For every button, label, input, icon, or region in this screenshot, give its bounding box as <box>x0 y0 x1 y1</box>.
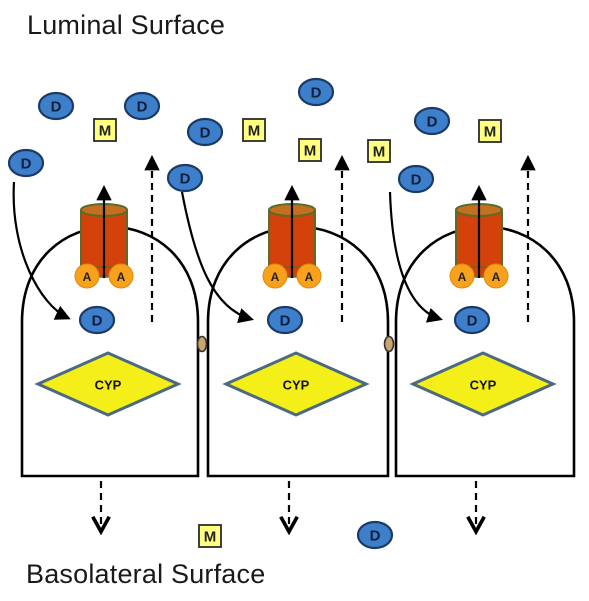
cyp-label: CYP <box>283 378 310 393</box>
metabolite-molecule: M <box>198 524 222 548</box>
atp-label: A <box>305 270 314 284</box>
metabolite-square <box>478 119 502 143</box>
drug-molecule: D <box>297 77 335 107</box>
metabolite-molecule: M <box>242 118 266 142</box>
drug-label: D <box>411 172 422 189</box>
drug-ellipse <box>186 117 224 147</box>
drug-ellipse <box>397 164 435 194</box>
basolateral-surface-label: Basolateral Surface <box>26 559 266 589</box>
drug-molecule: D <box>37 91 75 121</box>
drug-ellipse <box>266 305 304 335</box>
metabolite-label: M <box>373 144 386 161</box>
drug-label: D <box>370 528 381 545</box>
drug-ellipse <box>356 520 394 550</box>
drug-influx-arrow <box>180 191 254 324</box>
metabolite-molecule: M <box>478 119 502 143</box>
drug-ellipse <box>166 163 204 193</box>
metabolite-label: M <box>484 124 497 141</box>
metabolite-square <box>93 118 117 142</box>
atp-circle <box>449 263 475 289</box>
drug-molecule: D <box>7 148 45 178</box>
atp-circle <box>483 263 509 289</box>
metabolite-label: M <box>99 123 112 140</box>
drug-molecule: D <box>397 164 435 194</box>
drug-label: D <box>180 171 191 188</box>
metabolite-square <box>198 524 222 548</box>
drug-molecule: D <box>453 305 491 335</box>
atp-circle <box>296 263 322 289</box>
atp-circle <box>108 263 134 289</box>
metabolite-label: M <box>204 529 217 546</box>
metabolite-square <box>367 139 391 163</box>
drug-label: D <box>51 99 62 116</box>
drug-label: D <box>311 85 322 102</box>
metabolite-molecule: M <box>298 138 322 162</box>
atp-circle <box>74 263 100 289</box>
drug-molecule: D <box>266 305 304 335</box>
drug-influx-arrow <box>12 181 71 320</box>
drug-ellipse <box>123 91 161 121</box>
drug-label: D <box>92 313 103 330</box>
cyp-enzyme <box>34 351 182 417</box>
tight-junction <box>383 335 395 353</box>
cyp-label: CYP <box>470 378 497 393</box>
tight-junction <box>196 335 208 353</box>
drug-molecule: D <box>356 520 394 550</box>
cyp-label: CYP <box>95 378 122 393</box>
metabolite-molecule: M <box>93 118 117 142</box>
atp-label: A <box>458 270 467 284</box>
drug-molecule: D <box>78 305 116 335</box>
atp-label: A <box>271 270 280 284</box>
drug-molecule: D <box>186 117 224 147</box>
metabolite-label: M <box>248 123 261 140</box>
drug-label: D <box>137 99 148 116</box>
drug-ellipse <box>453 305 491 335</box>
drug-label: D <box>427 114 438 131</box>
drug-ellipse <box>78 305 116 335</box>
drug-ellipse <box>297 77 335 107</box>
drug-label: D <box>280 313 291 330</box>
cyp-enzyme <box>409 351 557 417</box>
metabolite-square <box>242 118 266 142</box>
drug-molecule: D <box>166 163 204 193</box>
luminal-surface-label: Luminal Surface <box>27 10 226 40</box>
cell-1: CYP A A <box>20 203 200 478</box>
drug-ellipse <box>413 106 451 136</box>
cell-2: CYP A A <box>206 203 390 478</box>
drug-ellipse <box>37 91 75 121</box>
metabolite-molecule: M <box>367 139 391 163</box>
drug-molecule: D <box>413 106 451 136</box>
atp-label: A <box>492 270 501 284</box>
metabolite-square <box>298 138 322 162</box>
cyp-enzyme <box>222 351 370 417</box>
cell-3: CYP A A <box>394 203 576 478</box>
drug-label: D <box>200 125 211 142</box>
drug-molecule: D <box>123 91 161 121</box>
metabolite-label: M <box>304 143 317 160</box>
drug-label: D <box>21 156 32 173</box>
drug-label: D <box>467 313 478 330</box>
atp-label: A <box>117 270 126 284</box>
drug-influx-arrow <box>388 191 443 323</box>
atp-label: A <box>83 270 92 284</box>
drug-ellipse <box>7 148 45 178</box>
atp-circle <box>262 263 288 289</box>
